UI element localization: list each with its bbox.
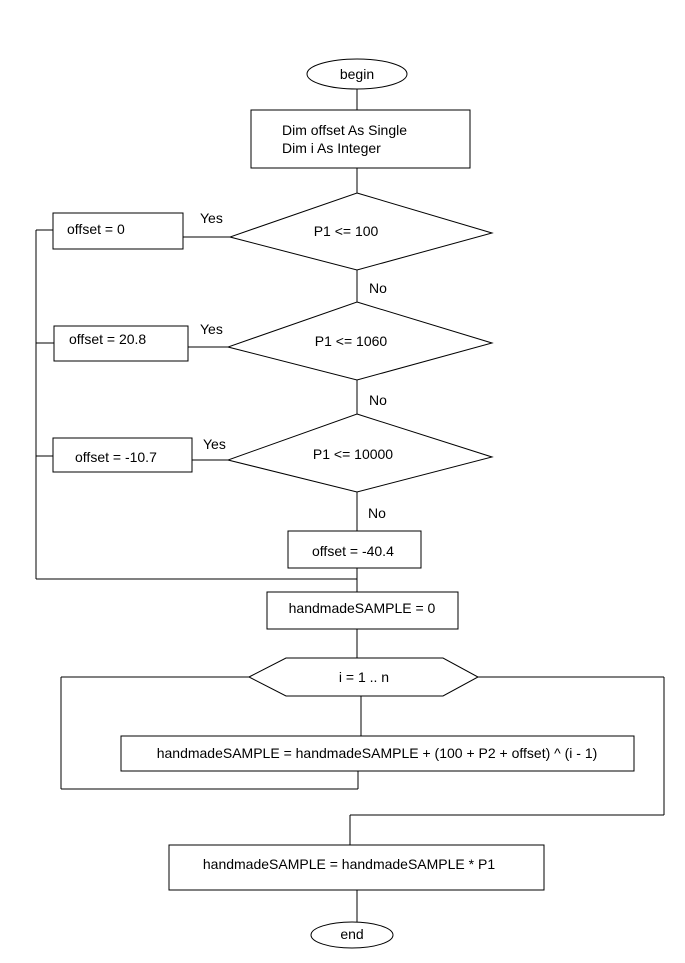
connectors bbox=[35, 89, 665, 922]
final-block: handmadeSAMPLE = handmadeSAMPLE * P1 bbox=[168, 844, 545, 891]
decision-1-condition: P1 <= 100 bbox=[314, 223, 379, 239]
decision-2-yes-label: Yes bbox=[200, 321, 223, 337]
decision-3: P1 <= 10000 bbox=[226, 413, 494, 493]
loop-body-block: handmadeSAMPLE = handmadeSAMPLE + (100 +… bbox=[120, 735, 635, 772]
declare-line-2: Dim i As Integer bbox=[282, 140, 381, 156]
decision-1-no-label: No bbox=[369, 280, 387, 296]
yes-action-1: offset = 0 bbox=[67, 221, 125, 237]
begin-terminal: begin bbox=[306, 58, 408, 90]
decision-1: P1 <= 100 bbox=[228, 192, 494, 271]
else-action-box: offset = -40.4 bbox=[287, 530, 422, 569]
decision-3-no-label: No bbox=[368, 505, 386, 521]
declare-line-1: Dim offset As Single bbox=[282, 122, 407, 138]
decision-3-condition: P1 <= 10000 bbox=[313, 446, 393, 462]
yes-action-2: offset = 20.8 bbox=[69, 331, 146, 347]
init-block: handmadeSAMPLE = 0 bbox=[266, 591, 459, 630]
decision-2-condition: P1 <= 1060 bbox=[315, 333, 388, 349]
yes-action-1-box: offset = 0 bbox=[52, 212, 184, 250]
decision-2: P1 <= 1060 bbox=[226, 301, 494, 381]
loop-header: i = 1 .. n bbox=[247, 657, 480, 697]
begin-label: begin bbox=[340, 66, 374, 82]
yes-action-3: offset = -10.7 bbox=[75, 449, 157, 465]
init-label: handmadeSAMPLE = 0 bbox=[289, 600, 436, 616]
else-action: offset = -40.4 bbox=[312, 543, 394, 559]
loop-body-label: handmadeSAMPLE = handmadeSAMPLE + (100 +… bbox=[157, 745, 598, 761]
end-label: end bbox=[340, 926, 363, 942]
yes-action-3-box: offset = -10.7 bbox=[52, 437, 193, 473]
final-label: handmadeSAMPLE = handmadeSAMPLE * P1 bbox=[203, 856, 495, 872]
declare-block: Dim offset As Single Dim i As Integer bbox=[250, 109, 471, 169]
decision-1-yes-label: Yes bbox=[200, 210, 223, 226]
decision-3-yes-label: Yes bbox=[203, 436, 226, 452]
yes-action-2-box: offset = 20.8 bbox=[53, 325, 189, 362]
end-terminal: end bbox=[310, 921, 394, 949]
decision-2-no-label: No bbox=[369, 392, 387, 408]
loop-label: i = 1 .. n bbox=[339, 669, 389, 685]
